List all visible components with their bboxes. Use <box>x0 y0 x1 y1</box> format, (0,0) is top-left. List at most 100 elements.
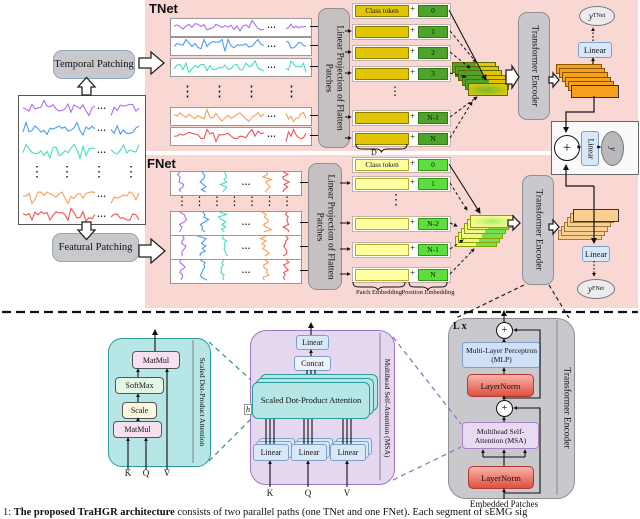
tnet-signal-ellipsis: … <box>267 129 276 139</box>
encoder-msa-box: Multihead Self-Attention (MSA) <box>462 422 539 449</box>
fnet-projection-box: Linear Projection of Flatten Patches <box>308 163 342 290</box>
input-signal-vdots: ⋮ <box>124 165 138 180</box>
sdpa-k-label: K <box>124 467 132 478</box>
tnet-encoder-box: Transformer Encoder <box>518 12 550 120</box>
fnet-signal-wave <box>282 235 289 257</box>
fnet-encoder-output-stack-front <box>573 209 619 222</box>
tnet-signal-ellipsis: … <box>267 109 276 119</box>
input-signal-wave-end <box>110 103 140 116</box>
fnet-signal-ellipsis: … <box>241 241 251 251</box>
fnet-token-plus: + <box>409 158 416 168</box>
fnet-signal-vdots: ⋮ <box>263 194 276 208</box>
patch-embedding-label: Patch Embedding <box>355 289 403 296</box>
msa-linear-top: Linear <box>296 335 329 350</box>
fnet-patch-embedding-token <box>355 177 409 190</box>
fnet-signal-ellipsis: … <box>241 177 251 187</box>
fnet-embedded-stack-front <box>470 215 514 228</box>
fnet-signal-ellipsis: … <box>241 217 251 227</box>
fnet-output-y: y <box>588 284 592 294</box>
fnet-signal-wave <box>221 235 229 257</box>
fnet-signal-wave <box>217 211 229 233</box>
tnet-signal-vdots: ⋮ <box>212 84 227 100</box>
tnet-signal-wave <box>173 37 265 52</box>
fnet-token-plus: + <box>409 177 416 187</box>
tnet-token-plus: + <box>409 132 416 142</box>
fnet-position-token: 0 <box>418 158 448 171</box>
fnet-position-token: N <box>418 268 448 281</box>
caption-prefix: 1: <box>3 507 12 518</box>
tnet-signal-wave-end <box>285 40 307 49</box>
fnet-signal-row <box>170 235 302 260</box>
tnet-title: TNet <box>149 1 178 16</box>
fnet-signal-vdots: ⋮ <box>211 194 223 208</box>
tnet-signal-vdots: ⋮ <box>244 84 259 100</box>
fnet-position-token: N-2 <box>418 217 448 230</box>
fnet-signal-wave <box>199 259 208 281</box>
fnet-signal-wave <box>176 171 185 193</box>
input-signal-ellipsis: … <box>97 101 106 111</box>
tnet-signal-ellipsis: … <box>267 39 276 49</box>
input-signal-wave <box>22 191 96 205</box>
tnet-projection-box: Linear Projection of Flatten Patches <box>318 8 350 148</box>
fusion-y-label: y <box>607 146 618 151</box>
fnet-signal-row <box>170 259 302 284</box>
fusion-y-output: y <box>601 131 624 166</box>
sdpa-matmul-bottom: MatMul <box>113 421 162 438</box>
tnet-patch-embedding-token <box>355 25 409 38</box>
temporal-patching-box: Temporal Patching <box>53 50 135 79</box>
embedded-patches-label: Embedded Patches <box>469 499 539 509</box>
tnet-encoder-output-stack-front <box>571 85 619 98</box>
msa-v-label: V <box>343 487 351 498</box>
fnet-signal-wave <box>181 235 187 257</box>
tnet-signal-wave <box>173 107 265 123</box>
fnet-projection-label: Linear Projection of Flatten Patches <box>315 173 336 280</box>
tnet-position-token: 3 <box>418 67 448 80</box>
fnet-signal-wave <box>220 259 225 281</box>
msa-k-label: K <box>266 487 274 498</box>
tnet-position-token: 1 <box>418 25 448 38</box>
tnet-signal-vdots: ⋮ <box>180 84 195 100</box>
tnet-signal-wave <box>173 128 265 144</box>
sdpa-scale: Scale <box>122 402 157 419</box>
sdpa-title: Scaled Dot-Product Attention <box>198 357 208 447</box>
msa-title: Multihead Self-Attention (MSA) <box>383 358 393 458</box>
input-signal-wave-end <box>110 213 140 221</box>
input-signal-ellipsis: … <box>97 189 106 199</box>
tnet-output-sub: TNet <box>592 13 606 19</box>
fnet-head-linear: Linear <box>582 246 610 262</box>
sdpa-v-label: V <box>163 467 171 478</box>
fnet-signal-wave <box>261 211 274 233</box>
tnet-signal-ellipsis: … <box>267 20 276 30</box>
tnet-patch-embedding-token: Class token <box>355 4 409 17</box>
fnet-signal-wave <box>199 171 207 193</box>
figure-caption: 1: The proposed TraHGR architecture cons… <box>3 507 637 518</box>
fnet-signal-wave <box>281 211 290 233</box>
fnet-patch-embedding-token <box>355 217 409 230</box>
fnet-signal-vdots: ⋮ <box>246 194 258 208</box>
msa-head-linear-front: Linear <box>291 444 327 461</box>
input-signal-wave <box>22 143 96 161</box>
tnet-head-linear: Linear <box>578 42 612 58</box>
encoder-detail-title: Transformer Encoder <box>561 367 572 449</box>
fnet-signal-wave <box>218 171 228 193</box>
tnet-signal-wave-end <box>285 23 307 30</box>
tnet-signal-vdots: ⋮ <box>284 84 299 100</box>
sdpa-q-label: Q <box>142 467 150 478</box>
fnet-token-plus: + <box>409 217 416 227</box>
encoder-plus-mid: + <box>496 400 513 417</box>
tnet-d-label: D <box>371 148 377 157</box>
input-signal-ellipsis: … <box>97 145 106 155</box>
sdpa-matmul-top: MatMul <box>132 351 180 369</box>
fnet-signal-wave <box>197 235 208 256</box>
tnet-token-plus: + <box>409 25 416 35</box>
fnet-signal-wave <box>178 211 188 233</box>
sdpa-msa-connectors <box>208 341 252 462</box>
tnet-token-plus: + <box>409 4 416 14</box>
fnet-signal-vdots: ⋮ <box>228 194 241 208</box>
fnet-signal-wave <box>262 259 270 281</box>
encoder-layernorm2: LayerNorm <box>468 466 534 489</box>
msa-sdpa-front: Scaled Dot-Product Attention <box>252 382 370 419</box>
input-signal-wave-end <box>110 124 140 136</box>
tnet-signal-wave <box>173 59 265 74</box>
